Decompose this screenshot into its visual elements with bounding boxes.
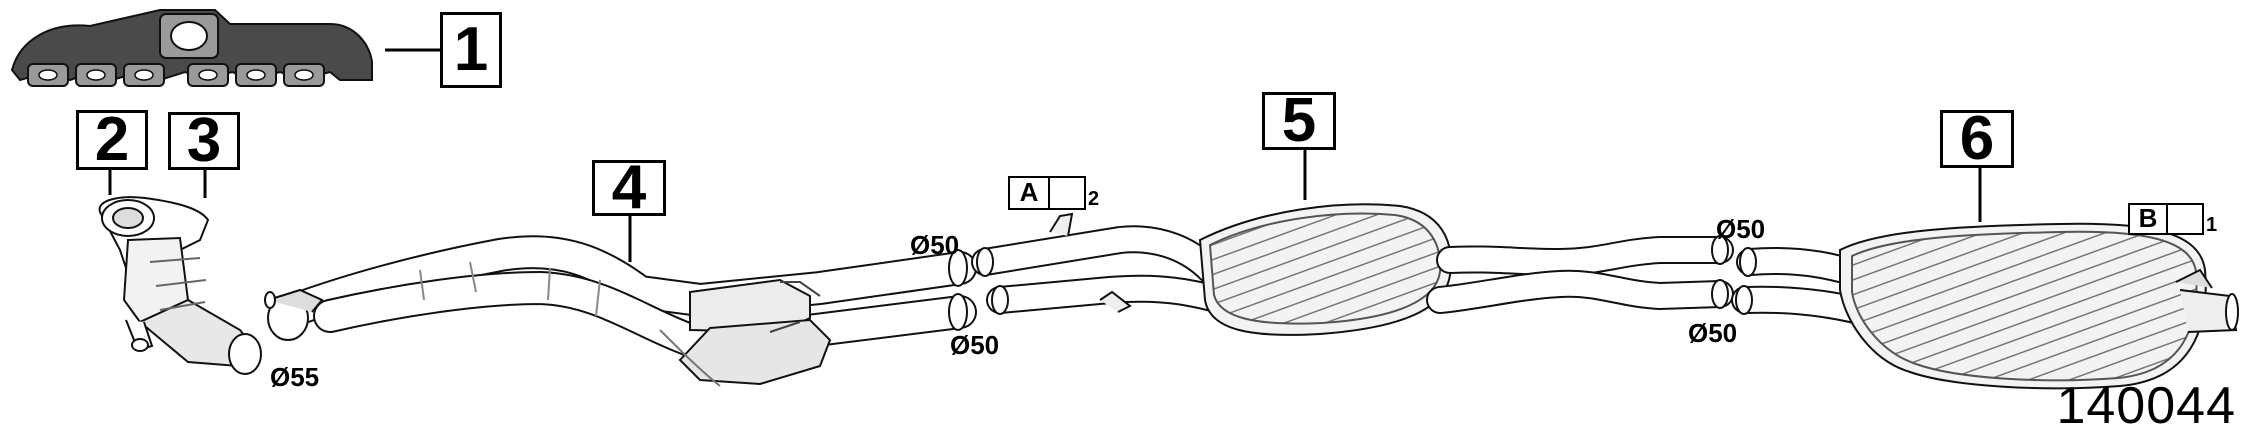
- callout-2: 2: [76, 109, 148, 171]
- callout-1: 1: [440, 12, 502, 88]
- callout-3: 3: [168, 110, 240, 172]
- tag-a-letter: A: [1008, 175, 1050, 210]
- callout-4: 4: [592, 157, 666, 219]
- diameter-label-rear-lower: Ø50: [1688, 318, 1738, 348]
- drawing-number: 140044: [2056, 377, 2236, 435]
- tag-b-count: 1: [2206, 214, 2218, 236]
- tag-a-icon-box: [1050, 175, 1086, 210]
- rear-silencer: [1731, 222, 2239, 390]
- diameter-label-front-lower: Ø50: [950, 330, 1000, 360]
- callout-6: 6: [1940, 108, 2014, 170]
- tag-b-letter: B: [2128, 202, 2168, 235]
- diameter-label-55: Ø55: [270, 362, 320, 392]
- callout-5: 5: [1262, 90, 1336, 152]
- front-catalyst-pipes: [98, 196, 262, 375]
- intermediate-pipe: [264, 235, 977, 387]
- tag-a-count: 2: [1088, 188, 1100, 210]
- tag-b-icon-box: [2168, 202, 2204, 235]
- tag-b: B 1: [2128, 200, 2217, 237]
- diameter-label-front-upper: Ø50: [910, 230, 960, 260]
- center-silencer: [971, 203, 1734, 336]
- exhaust-manifold: [10, 9, 373, 87]
- diameter-label-rear-upper: Ø50: [1716, 214, 1766, 244]
- tag-a: A 2: [1008, 174, 1099, 211]
